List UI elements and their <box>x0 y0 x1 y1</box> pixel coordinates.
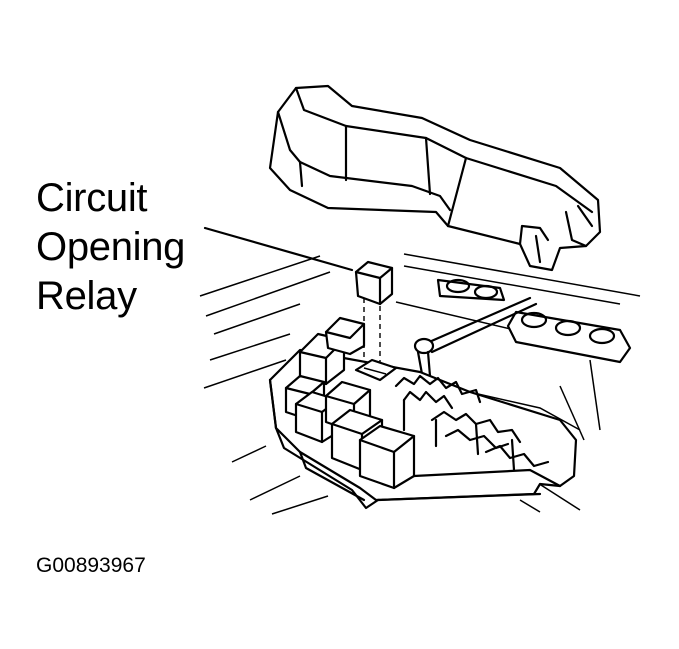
figure-id: G00893967 <box>36 554 146 577</box>
callout-label-line-2: Opening <box>36 225 186 269</box>
callout-label-line-3: Relay <box>36 274 137 318</box>
callout-label: Circuit Opening Relay <box>36 174 185 321</box>
engine-bay-lines <box>199 253 641 515</box>
circuit-opening-relay <box>354 260 394 306</box>
callout-label-line-1: Circuit <box>36 176 148 220</box>
connector-bar-right <box>506 310 632 364</box>
fuse-relay-block <box>268 316 578 510</box>
ground-strap <box>413 296 538 378</box>
callout-leader <box>203 226 354 272</box>
fuse-box-cover <box>268 84 602 272</box>
connector-bar-left <box>436 278 506 302</box>
